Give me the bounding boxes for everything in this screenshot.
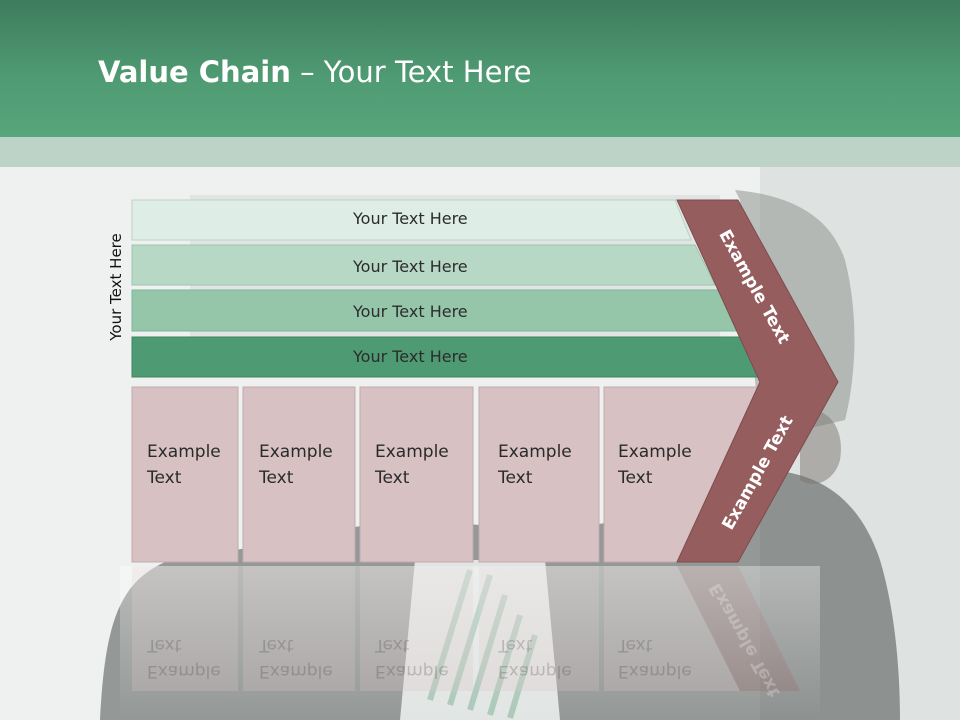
box-1-reflection: Example Text (147, 632, 221, 684)
bar-1 (131, 199, 692, 241)
activity-box-4 (478, 386, 600, 563)
bar-2 (131, 244, 716, 286)
header-band (0, 137, 960, 167)
box-5-reflection: Example Text (618, 632, 692, 684)
box-3-reflection: Example Text (375, 632, 449, 684)
bar-3-label: Your Text Here (353, 302, 468, 321)
margin-chevron (676, 199, 839, 563)
box-2-reflection: Example Text (259, 632, 333, 684)
activity-box-3 (359, 386, 474, 563)
activity-box-2 (242, 386, 356, 563)
box-3-refl-line-2: Text (375, 635, 410, 655)
slide-title: Value Chain – Your Text Here (98, 55, 532, 89)
activity-box-1 (131, 386, 239, 563)
box-4-reflection: Example Text (498, 632, 572, 684)
box-2-refl-line-1: Example (259, 661, 333, 681)
box-4-refl-line-1: Example (498, 661, 572, 681)
box-3-line-1: Example (375, 442, 449, 462)
box-2-refl-line-2: Text (259, 635, 294, 655)
title-bold: Value Chain (98, 55, 291, 89)
bar-1-label: Your Text Here (353, 209, 468, 228)
box-4-line-2: Text (498, 468, 533, 488)
bar-4-label: Your Text Here (353, 347, 468, 366)
box-2-line-1: Example (259, 442, 333, 462)
reflection-fade (120, 566, 820, 720)
box-2-line-2: Text (259, 468, 294, 488)
box-1-refl-line-1: Example (147, 661, 221, 681)
box-5-line-1: Example (618, 442, 692, 462)
box-5-refl-line-1: Example (618, 661, 692, 681)
box-1-line-2: Text (147, 468, 182, 488)
box-3-refl-line-1: Example (375, 661, 449, 681)
box-4-refl-line-2: Text (498, 635, 533, 655)
header-banner (0, 0, 960, 137)
box-1-refl-line-2: Text (147, 635, 182, 655)
box-5-refl-line-2: Text (618, 635, 653, 655)
bar-2-label: Your Text Here (353, 257, 468, 276)
title-rest: – Your Text Here (290, 55, 532, 89)
box-5-line-2: Text (618, 468, 653, 488)
box-4-line-1: Example (498, 442, 572, 462)
box-1-line-1: Example (147, 442, 221, 462)
box-3-line-2: Text (375, 468, 410, 488)
